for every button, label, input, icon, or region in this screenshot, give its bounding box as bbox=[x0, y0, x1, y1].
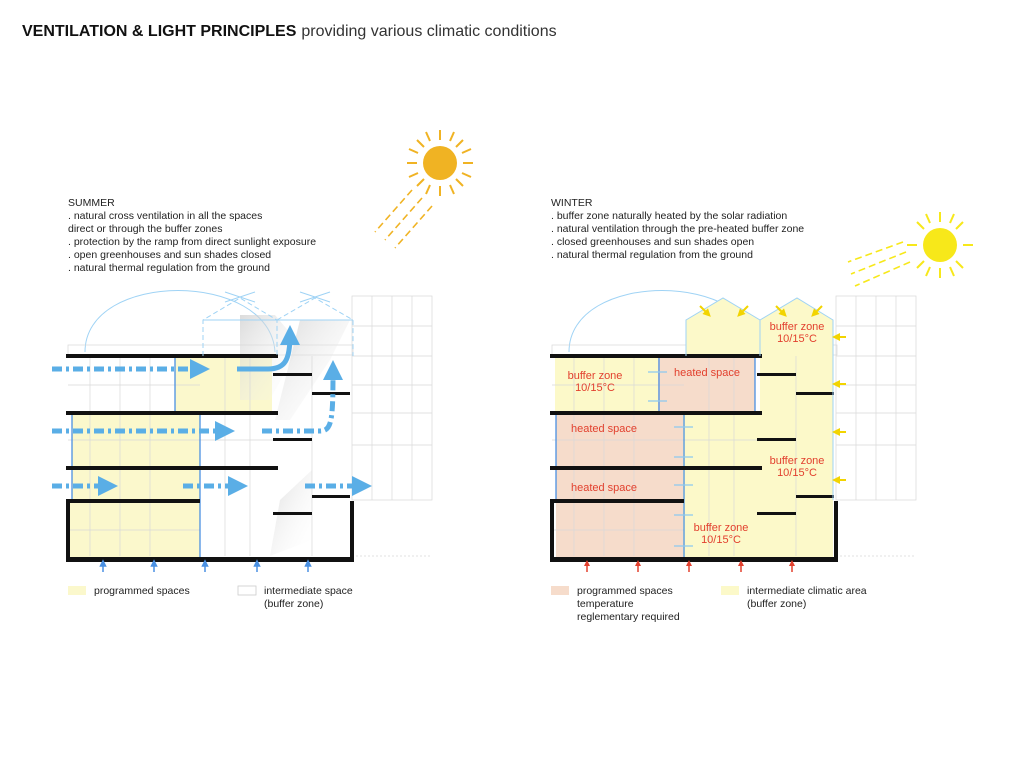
buffer-zones bbox=[555, 298, 833, 558]
winter-sun-icon bbox=[847, 212, 973, 287]
buffer-zone-label: buffer zone bbox=[568, 370, 623, 382]
background-building bbox=[351, 295, 433, 557]
summer-heading: SUMMER bbox=[68, 197, 115, 209]
airflow-arrows bbox=[52, 325, 372, 496]
legend-label: temperature bbox=[577, 598, 634, 610]
buffer-zone-temp: 10/15°C bbox=[575, 382, 615, 394]
ground-arrows bbox=[99, 559, 312, 572]
heated-space-label: heated space bbox=[571, 423, 637, 435]
greenhouses bbox=[202, 291, 354, 356]
winter-line: . closed greenhouses and sun shades open bbox=[551, 236, 754, 248]
buffer-zone-temp: 10/15°C bbox=[701, 534, 741, 546]
air-exchange-arrows bbox=[648, 371, 693, 547]
legend-swatch-intermediate bbox=[237, 585, 257, 596]
legend-swatch-intermediate bbox=[721, 586, 739, 595]
winter-heading: WINTER bbox=[551, 197, 593, 209]
buffer-zone-temp: 10/15°C bbox=[777, 467, 817, 479]
legend-swatch-programmed bbox=[551, 586, 569, 595]
legend-label: programmed spaces bbox=[577, 585, 673, 597]
buffer-zone-label: buffer zone bbox=[694, 522, 749, 534]
zone-labels: buffer zone 10/15°C heated space heated … bbox=[568, 321, 825, 546]
winter-section: buffer zone 10/15°C heated space heated … bbox=[550, 290, 917, 572]
legend-label: reglementary required bbox=[577, 611, 680, 623]
summer-description: SUMMER . natural cross ventilation in al… bbox=[68, 197, 316, 274]
legend-label: programmed spaces bbox=[94, 585, 190, 597]
winter-description: WINTER . buffer zone naturally heated by… bbox=[551, 197, 804, 261]
summer-line: . natural cross ventilation in all the s… bbox=[68, 210, 262, 222]
summer-line: . protection by the ramp from direct sun… bbox=[68, 236, 316, 248]
summer-line: . natural thermal regulation from the gr… bbox=[68, 262, 270, 274]
buffer-zone-temp: 10/15°C bbox=[777, 333, 817, 345]
summer-legend: programmed spaces intermediate space (bu… bbox=[68, 585, 353, 610]
winter-line: . natural ventilation through the pre-he… bbox=[551, 223, 804, 235]
winter-line: . natural thermal regulation from the gr… bbox=[551, 249, 753, 261]
background-building bbox=[835, 295, 917, 557]
summer-line: . open greenhouses and sun shades closed bbox=[68, 249, 271, 261]
solar-gain-arrows bbox=[699, 305, 846, 484]
legend-label: (buffer zone) bbox=[747, 598, 806, 610]
winter-legend: programmed spaces temperature reglementa… bbox=[551, 585, 867, 623]
summer-section bbox=[52, 290, 433, 572]
winter-line: . buffer zone naturally heated by the so… bbox=[551, 210, 787, 222]
ground-heat-arrows bbox=[584, 560, 795, 572]
heated-space-label: heated space bbox=[571, 482, 637, 494]
buffer-zone-label: buffer zone bbox=[770, 321, 825, 333]
legend-label: (buffer zone) bbox=[264, 598, 323, 610]
legend-label: intermediate climatic area bbox=[747, 585, 867, 597]
summer-sun-icon bbox=[374, 130, 473, 249]
heated-space-label: heated space bbox=[674, 367, 740, 379]
buffer-zone-label: buffer zone bbox=[770, 455, 825, 467]
summer-line: direct or through the buffer zones bbox=[68, 223, 223, 235]
legend-swatch-programmed bbox=[68, 586, 86, 595]
legend-label: intermediate space bbox=[264, 585, 353, 597]
heated-spaces bbox=[556, 358, 755, 558]
